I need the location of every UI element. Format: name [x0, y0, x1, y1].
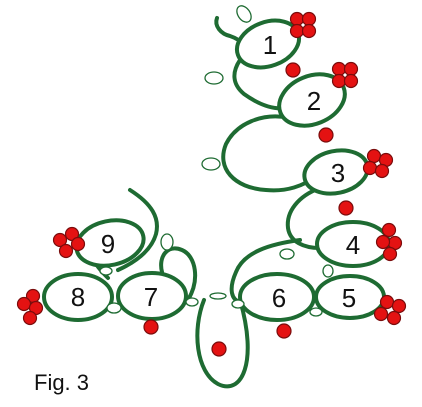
- chain-3-to-4: [285, 186, 322, 250]
- ring-label-5: 5: [342, 283, 356, 313]
- chain-9-to-7: [116, 188, 159, 272]
- bead-single: [285, 62, 301, 78]
- ring-label-4: 4: [346, 230, 360, 260]
- ring-7: [116, 271, 188, 321]
- bead-cluster-ring-1: [289, 11, 317, 39]
- ring-label-7: 7: [144, 282, 158, 312]
- bead-single: [143, 319, 159, 335]
- bead-single: [338, 200, 354, 216]
- bead-cluster-ring-3: [362, 148, 394, 179]
- bead-single: [318, 127, 334, 143]
- ring-label-3: 3: [331, 158, 345, 188]
- bead-single: [211, 341, 227, 357]
- picot: [322, 264, 334, 278]
- ring-2: [277, 72, 347, 128]
- picot: [201, 157, 221, 171]
- picot: [236, 5, 252, 23]
- bottom-loop: [195, 298, 250, 389]
- picot: [106, 302, 122, 314]
- ring-6: [238, 272, 316, 322]
- chain-top-to-2: [232, 58, 288, 111]
- bead-cluster-ring-9: [52, 226, 86, 259]
- bead-cluster-ring-2: [331, 61, 359, 89]
- bead-cluster-ring-4: [375, 222, 403, 262]
- figure-caption: Fig. 3: [34, 370, 89, 395]
- picot: [99, 266, 113, 276]
- bead-cluster-ring-8: [16, 288, 44, 326]
- picot: [209, 292, 227, 300]
- picot: [185, 297, 199, 307]
- picot: [160, 233, 174, 251]
- picot: [204, 71, 224, 85]
- bead-single: [276, 323, 292, 339]
- ring-label-1: 1: [263, 30, 277, 60]
- picot: [279, 248, 295, 260]
- ring-label-6: 6: [272, 283, 286, 313]
- chain-2-to-3: [221, 114, 318, 193]
- ring-label-8: 8: [71, 282, 85, 312]
- ring-label-2: 2: [307, 86, 321, 116]
- chain-base-right: [229, 238, 302, 304]
- picot: [309, 307, 323, 317]
- ring-label-9: 9: [101, 229, 115, 259]
- picot: [231, 299, 245, 309]
- bead-cluster-ring-5: [373, 294, 407, 326]
- ring-8: [42, 272, 114, 322]
